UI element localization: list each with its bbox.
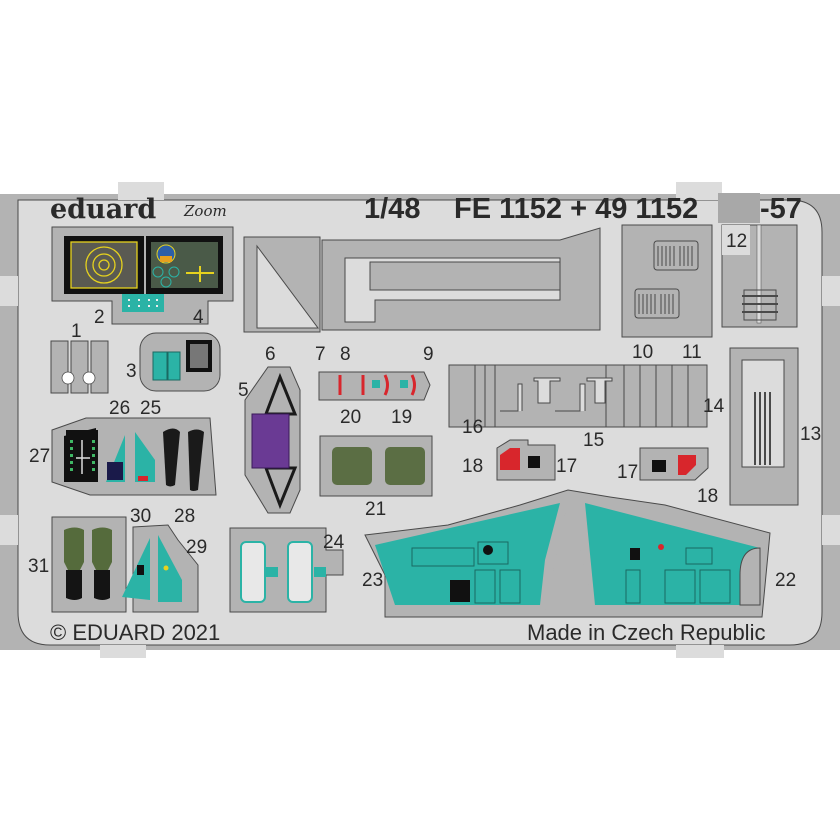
label-28: 28 (174, 506, 195, 527)
part-21-pads (319, 435, 433, 497)
label-10: 10 (632, 342, 653, 363)
label-13: 13 (800, 424, 821, 445)
label-27: 27 (29, 446, 50, 467)
label-5: 5 (238, 380, 249, 401)
part-1 (50, 340, 109, 394)
label-4: 4 (193, 307, 204, 328)
label-12: 12 (726, 231, 747, 252)
label-2: 2 (94, 307, 105, 328)
part-6-9-rails (243, 227, 601, 333)
part-31-seat-pads (51, 516, 127, 613)
part-22-23-main-console (364, 489, 771, 618)
copyright-text: © EDUARD 2021 (50, 620, 220, 645)
part-10-11-pedals (621, 224, 713, 338)
part-3-4 (139, 332, 221, 392)
label-8: 8 (340, 344, 351, 365)
label-22: 22 (775, 570, 796, 591)
part-5-cushion (244, 366, 301, 514)
label-23: 23 (362, 570, 383, 591)
label-1: 1 (71, 321, 82, 342)
aircraft-suffix: -57 (760, 193, 802, 225)
part-18-17-left (496, 439, 556, 481)
label-7: 7 (315, 344, 326, 365)
label-20: 20 (340, 407, 361, 428)
label-25: 25 (140, 398, 161, 419)
label-17b: 17 (617, 462, 638, 483)
label-16: 16 (462, 417, 483, 438)
redacted-block (718, 193, 760, 223)
label-19: 19 (391, 407, 412, 428)
part-2-mfd-panel (51, 226, 234, 325)
label-15: 15 (583, 430, 604, 451)
label-24: 24 (323, 532, 345, 553)
label-6: 6 (265, 344, 276, 365)
label-14: 14 (703, 396, 725, 417)
part-27-26-25-28 (51, 417, 217, 496)
label-31: 31 (28, 556, 49, 577)
label-30: 30 (130, 506, 151, 527)
product-code: FE 1152 + 49 1152 (454, 193, 698, 225)
label-3: 3 (126, 361, 137, 382)
label-9: 9 (423, 344, 434, 365)
part-24-frame (229, 527, 344, 613)
label-18b: 18 (697, 486, 718, 507)
scale-label: 1/48 (364, 193, 420, 225)
label-21: 21 (365, 499, 386, 520)
zoom-series-logo: Zoom (183, 202, 227, 220)
label-29: 29 (186, 537, 207, 558)
part-14-15-16-strips (448, 364, 708, 428)
origin-text: Made in Czech Republic (527, 620, 765, 645)
label-17a: 17 (556, 456, 577, 477)
part-30-29 (122, 524, 199, 613)
brand-logo: eduard (50, 194, 156, 225)
part-20-19-brackets (318, 371, 431, 401)
part-labels: 2 1 4 3 5 6 7 8 9 10 11 12 13 14 15 16 1… (28, 231, 821, 591)
label-11: 11 (682, 342, 702, 363)
part-13-panel (729, 347, 799, 506)
label-26: 26 (109, 398, 130, 419)
part-12-control-stick (721, 224, 798, 328)
part-17-18-right (639, 447, 709, 481)
label-18a: 18 (462, 456, 483, 477)
